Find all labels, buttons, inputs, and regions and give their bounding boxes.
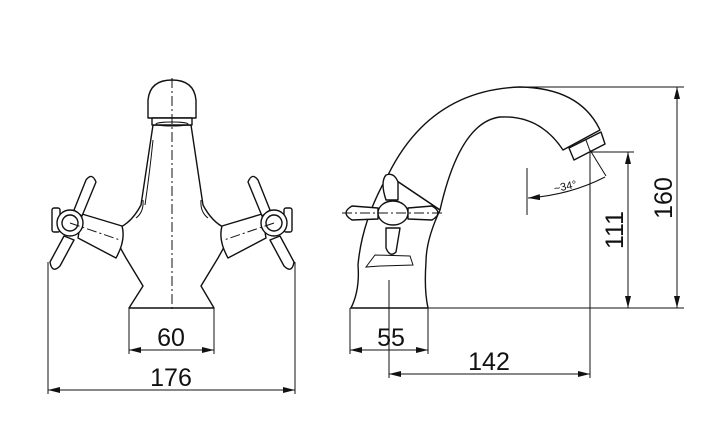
dim-base-width-front: 60 <box>128 308 215 354</box>
dim-label-176: 176 <box>150 364 192 392</box>
dim-label-60: 60 <box>157 324 185 352</box>
dim-outlet-angle: ~34° <box>526 149 607 215</box>
right-handle-axis <box>223 222 275 241</box>
right-handle <box>220 175 295 270</box>
dim-label-55: 55 <box>377 324 405 352</box>
dim-label-111: 111 <box>601 211 629 249</box>
dim-label-160: 160 <box>650 177 678 219</box>
left-handle <box>49 175 124 270</box>
dim-overall-width: 176 <box>47 262 296 394</box>
dim-outlet-height: 111 <box>590 151 634 308</box>
dim-base-width-side: 55 <box>349 308 429 354</box>
left-handle-axis <box>69 222 121 241</box>
side-spout <box>387 86 606 211</box>
dim-label-34-deg: ~34° <box>553 179 578 196</box>
front-view: 60 176 <box>47 78 296 394</box>
dim-label-142: 142 <box>468 348 510 376</box>
dim-overall-height: 160 <box>520 86 684 308</box>
dim-spout-reach: 142 <box>388 152 591 378</box>
side-view: ~34° 160 111 142 55 <box>342 86 684 378</box>
